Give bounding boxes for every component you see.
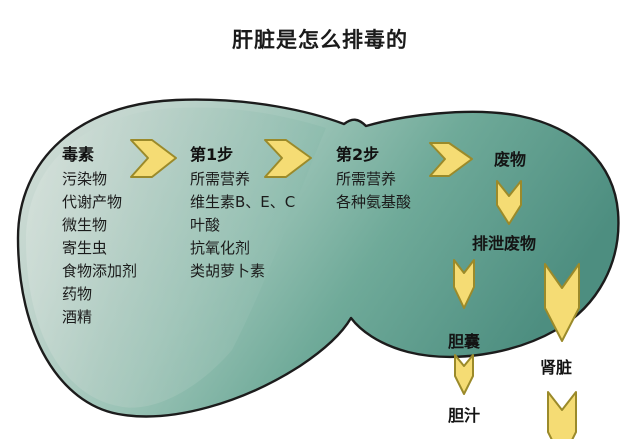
- list-item: 类胡萝卜素: [190, 262, 266, 280]
- node-label-excrete: 排泄废物: [472, 234, 537, 253]
- list-item: 药物: [62, 285, 93, 303]
- list-item: 抗氧化剂: [190, 239, 251, 257]
- page-title: 肝脏是怎么排毒的: [232, 28, 408, 52]
- list-item: 叶酸: [190, 216, 221, 234]
- column-toxins-header: 毒素: [62, 145, 95, 164]
- list-item: 酒精: [62, 308, 93, 326]
- list-item: 污染物: [62, 170, 108, 188]
- node-label-waste: 废物: [494, 150, 527, 169]
- column-step1: 第1步 所需营养 维生素B、E、C 叶酸 抗氧化剂 类胡萝卜素: [190, 142, 295, 283]
- list-item: 寄生虫: [62, 239, 108, 257]
- list-item: 所需营养: [190, 170, 251, 188]
- list-item: 代谢产物: [62, 193, 123, 211]
- column-toxins: 毒素 污染物 代谢产物 微生物 寄生虫 食物添加剂 药物 酒精: [62, 142, 137, 329]
- list-item: 维生素B、E、C: [190, 193, 296, 211]
- node-label-gallbladder: 胆囊: [448, 332, 481, 351]
- list-item: 各种氨基酸: [336, 193, 412, 211]
- column-step2-header: 第2步: [336, 145, 380, 164]
- node-label-bile: 胆汁: [448, 406, 481, 425]
- column-step2: 第2步 所需营养 各种氨基酸: [336, 142, 411, 214]
- list-item: 食物添加剂: [62, 262, 138, 280]
- list-item: 所需营养: [336, 170, 397, 188]
- list-item: 微生物: [62, 216, 108, 234]
- node-label-kidney: 肾脏: [540, 358, 573, 377]
- column-step1-header: 第1步: [190, 145, 234, 164]
